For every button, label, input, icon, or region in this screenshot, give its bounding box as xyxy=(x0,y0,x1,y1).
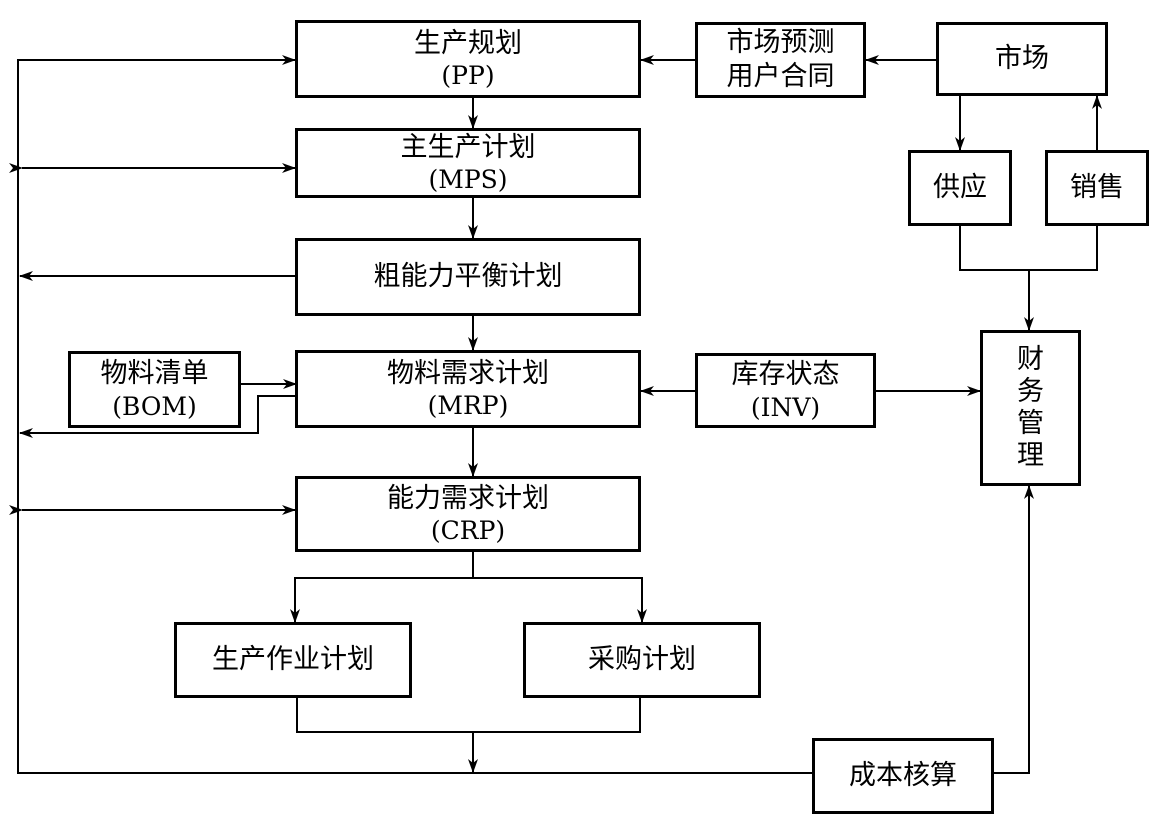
node-cost-accounting: 成本核算 xyxy=(812,738,994,814)
node-inventory-status: 库存状态 (INV) xyxy=(695,353,876,428)
node-financial-management: 财 务 管 理 xyxy=(980,330,1081,486)
node-char-2: 务 xyxy=(1017,376,1044,408)
node-market: 市场 xyxy=(936,22,1108,96)
node-title: 物料需求计划 xyxy=(387,357,549,389)
arrow-cost-to-finance xyxy=(994,485,1034,774)
connector-crp-split xyxy=(290,552,474,623)
node-shop-floor-plan: 生产作业计划 xyxy=(174,622,412,698)
node-title: 市场 xyxy=(995,43,1049,75)
node-line-2: 用户合同 xyxy=(726,61,835,92)
connector-crp-to-purchase xyxy=(473,577,643,622)
node-title: 采购计划 xyxy=(588,644,696,676)
node-capacity-requirements-plan: 能力需求计划 (CRP) xyxy=(295,476,641,552)
node-code: (CRP) xyxy=(430,516,506,546)
node-code: (BOM) xyxy=(112,391,197,421)
node-line-1: 市场预测 xyxy=(726,27,835,59)
node-char-3: 管 xyxy=(1017,408,1044,439)
node-bill-of-materials: 物料清单 (BOM) xyxy=(68,351,241,428)
node-title: 销售 xyxy=(1070,172,1124,204)
node-master-production-schedule: 主生产计划 (MPS) xyxy=(295,128,641,198)
node-char-4: 理 xyxy=(1017,439,1044,471)
node-code: (INV) xyxy=(750,392,821,422)
node-purchase-plan: 采购计划 xyxy=(523,622,761,698)
node-char-1: 财 xyxy=(1017,344,1044,376)
node-code: (PP) xyxy=(441,61,495,91)
node-title: 粗能力平衡计划 xyxy=(373,261,563,293)
node-rough-cut-capacity-plan: 粗能力平衡计划 xyxy=(295,238,641,316)
node-title: 库存状态 xyxy=(731,359,840,390)
node-title: 物料清单 xyxy=(100,358,209,389)
arrow-mrp-to-left xyxy=(19,395,295,438)
node-title: 生产规划 xyxy=(414,27,522,59)
node-title: 生产作业计划 xyxy=(212,644,374,676)
node-title: 供应 xyxy=(933,172,987,204)
node-production-planning: 生产规划 (PP) xyxy=(295,20,641,98)
connector-merge xyxy=(296,698,641,733)
node-material-requirements-plan: 物料需求计划 (MRP) xyxy=(295,350,641,428)
node-market-forecast: 市场预测 用户合同 xyxy=(695,22,866,98)
node-supply: 供应 xyxy=(908,150,1012,226)
node-code: (MRP) xyxy=(427,391,509,421)
node-title: 能力需求计划 xyxy=(387,482,549,514)
connector-supply-sales xyxy=(959,226,1098,271)
node-title: 主生产计划 xyxy=(400,131,536,163)
connector-feedback-loop xyxy=(17,55,812,774)
node-title: 成本核算 xyxy=(849,760,957,792)
node-code: (MPS) xyxy=(428,165,508,195)
node-sales: 销售 xyxy=(1045,150,1149,226)
